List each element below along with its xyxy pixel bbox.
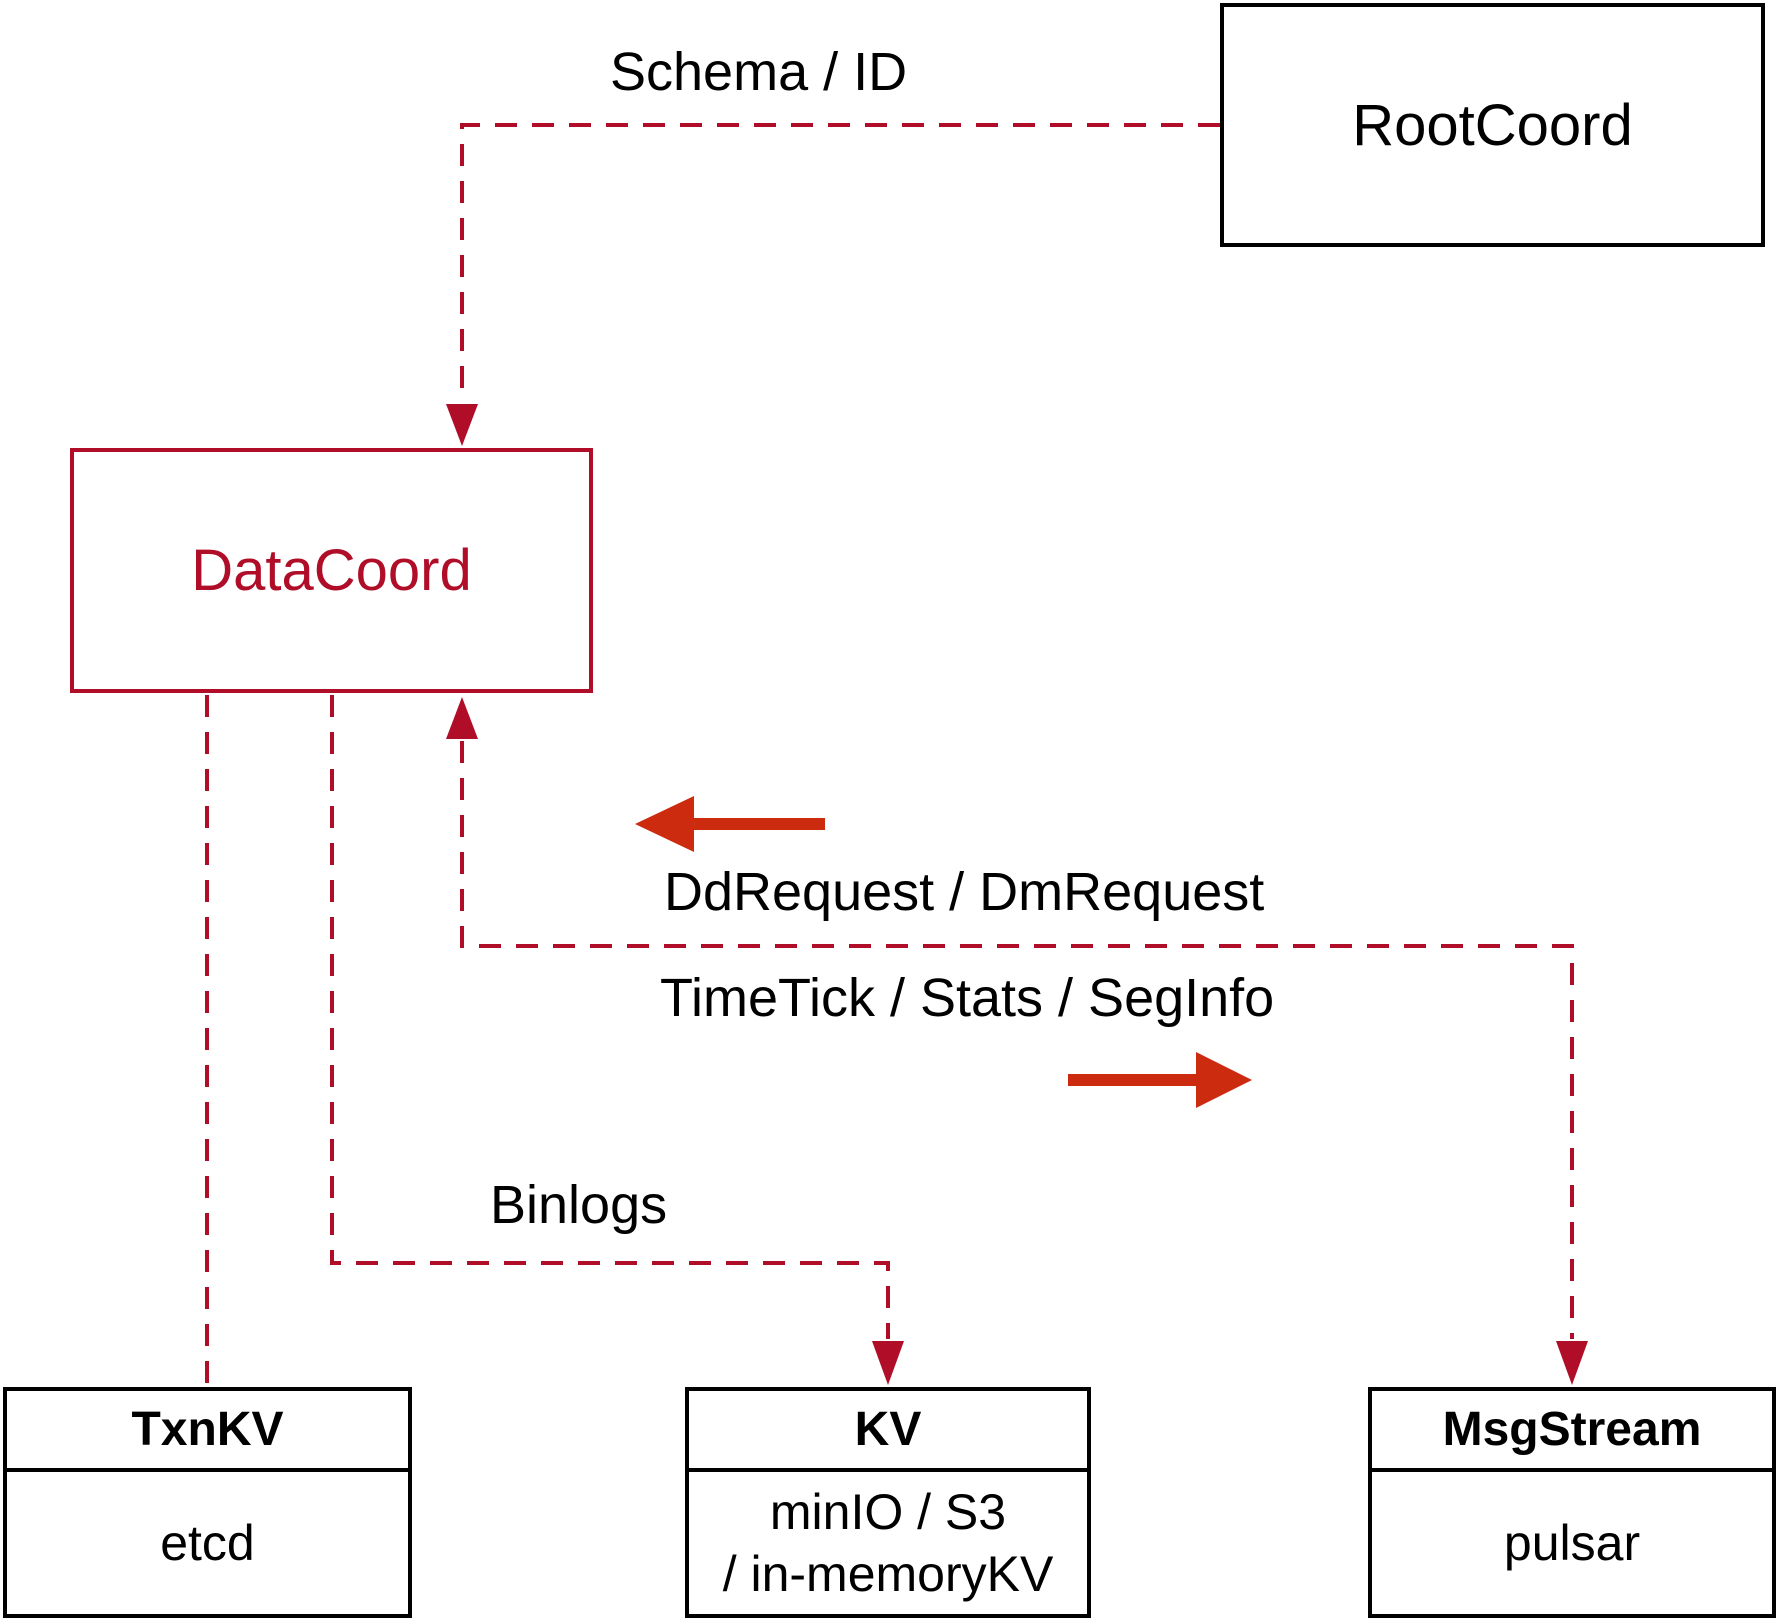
edge-rootcoord-to-datacoord bbox=[460, 123, 1220, 400]
node-txnkv-body: etcd bbox=[160, 1515, 255, 1571]
right-direction-arrow-icon bbox=[1068, 1052, 1252, 1108]
arrowhead-into-kv bbox=[872, 1341, 904, 1385]
arrowhead-into-datacoord-top bbox=[446, 404, 478, 446]
node-datacoord-label: DataCoord bbox=[191, 538, 472, 603]
edge-label-binlogs: Binlogs bbox=[490, 1175, 668, 1235]
node-kv: KV minIO / S3 / in-memoryKV bbox=[685, 1387, 1091, 1618]
node-kv-title: KV bbox=[689, 1391, 1087, 1472]
left-direction-arrow-icon bbox=[635, 796, 825, 852]
edge-datacoord-to-kv bbox=[330, 695, 890, 1339]
arrowhead-into-datacoord-bottom bbox=[446, 697, 478, 739]
node-txnkv-title: TxnKV bbox=[7, 1391, 408, 1472]
node-datacoord: DataCoord bbox=[70, 448, 593, 693]
arrowhead-into-msgstream bbox=[1556, 1341, 1588, 1385]
edge-label-schema-id: Schema / ID bbox=[610, 42, 908, 102]
edge-label-ddrequest-dmrequest: DdRequest / DmRequest bbox=[664, 862, 1265, 922]
node-kv-body-line2: / in-memoryKV bbox=[722, 1546, 1054, 1602]
edge-datacoord-to-msgstream bbox=[460, 741, 1574, 1339]
node-msgstream-body: pulsar bbox=[1503, 1515, 1641, 1571]
node-msgstream-title: MsgStream bbox=[1372, 1391, 1772, 1472]
node-rootcoord: RootCoord bbox=[1220, 3, 1765, 247]
edge-label-timetick-stats-seginfo: TimeTick / Stats / SegInfo bbox=[660, 968, 1275, 1028]
node-msgstream: MsgStream pulsar bbox=[1368, 1387, 1776, 1618]
node-rootcoord-label: RootCoord bbox=[1352, 92, 1633, 158]
node-txnkv: TxnKV etcd bbox=[3, 1387, 412, 1618]
node-kv-body-line1: minIO / S3 bbox=[769, 1484, 1007, 1540]
